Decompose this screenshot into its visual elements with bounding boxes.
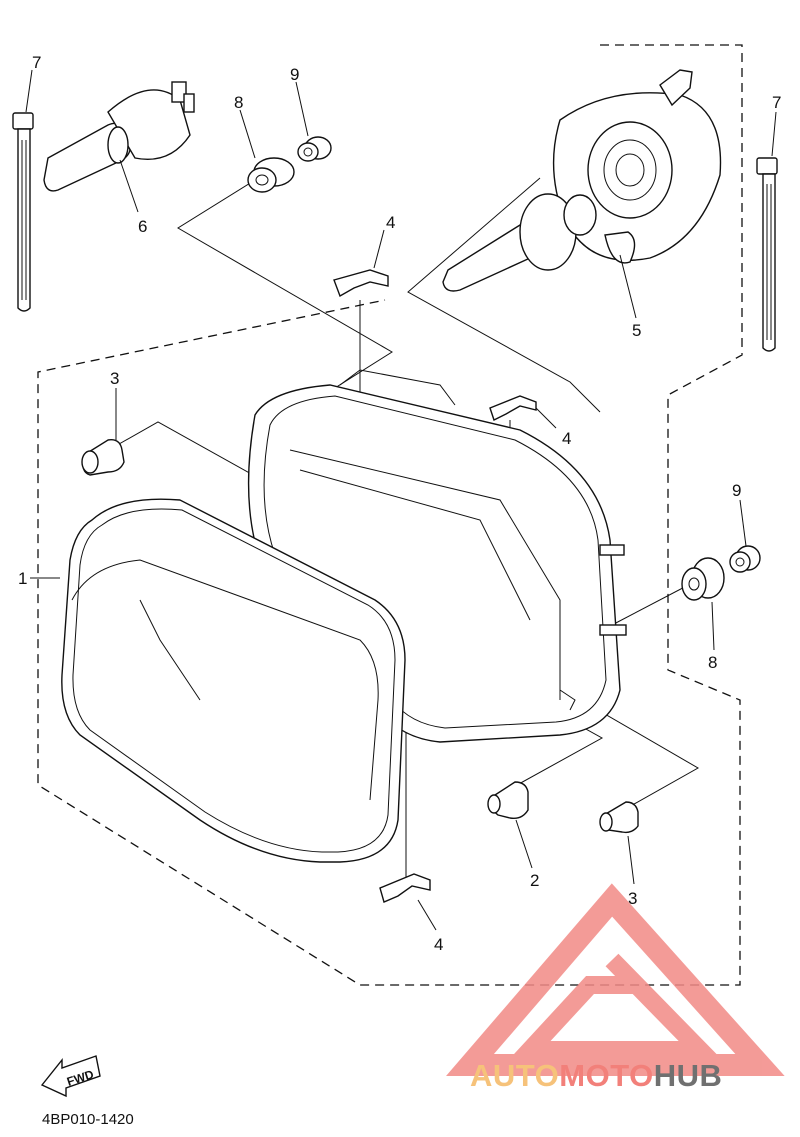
callout-3-left: 3 [110,369,119,388]
callout-3-right: 3 [628,889,637,908]
assembly-boundary-dashed [37,44,743,986]
grommet-upper-part-8 [247,157,295,193]
grommet-right-part-8 [681,557,725,651]
callout-4-top: 4 [386,213,395,232]
callout-9-right: 9 [732,481,741,500]
bulb-part-6 [43,81,195,213]
cable-tie-right [756,157,778,352]
socket-part-3-left [81,388,125,476]
callout-2: 2 [530,871,539,890]
drawing-code: 4BP010-1420 [42,1111,134,1128]
watermark-brand-moto: MOTO [559,1058,653,1093]
callout-4-bottom: 4 [434,935,443,954]
washer-right-part-9 [729,499,761,573]
socket-part-2 [487,781,533,869]
leader-7-right [771,111,777,157]
callout-9-top: 9 [290,65,299,84]
callout-7-left: 7 [32,53,41,72]
cable-tie-left [12,112,34,312]
leader-9-top [295,81,309,137]
clip-part-4-middle [489,395,557,429]
socket-part-3-right [599,801,639,885]
watermark-brand: AUTOMOTOHUB [470,1058,722,1093]
headlight-lens [61,498,406,863]
clip-part-4-top [333,229,389,298]
watermark-brand-auto: AUTO [470,1058,559,1093]
leader-8-top [239,109,256,159]
callout-7-right: 7 [772,93,781,112]
callout-8-right: 8 [708,653,717,672]
washer-upper-part-9 [297,136,332,162]
leader-7-left [25,69,33,113]
callout-assembly-1: 1 [18,569,27,588]
clip-part-4-bottom [379,873,437,931]
watermark-brand-hub: HUB [654,1058,723,1093]
bulb-holder-part-5 [442,69,722,319]
fwd-direction-badge: FWD [40,1055,101,1098]
callout-5: 5 [632,321,641,340]
callout-6: 6 [138,217,147,236]
watermark-logo [446,883,785,1076]
callout-4-middle: 4 [562,429,571,448]
callout-8-top: 8 [234,93,243,112]
